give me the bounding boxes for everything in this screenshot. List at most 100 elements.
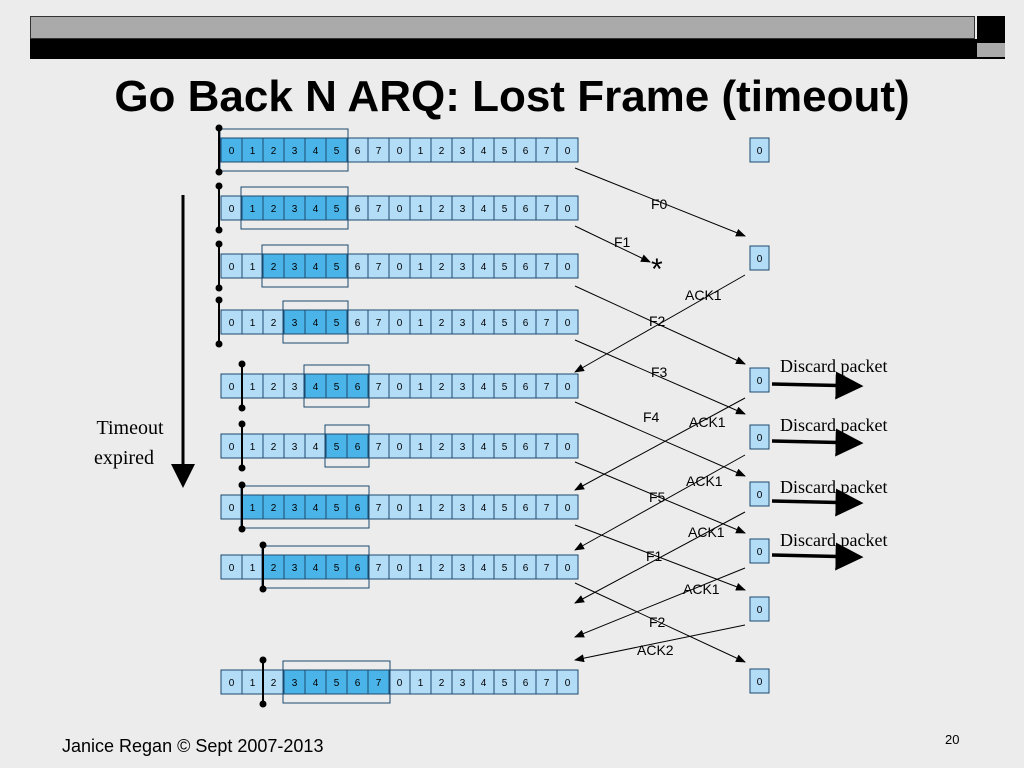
sequence-number: 0	[229, 503, 235, 514]
sequence-number: 1	[250, 678, 256, 689]
sequence-number: 1	[418, 318, 424, 329]
window-pointer-dot	[259, 585, 267, 593]
sequence-number: 0	[397, 678, 403, 689]
sequence-number: 1	[418, 563, 424, 574]
discard-arrow	[771, 371, 864, 400]
sequence-number: 5	[334, 563, 340, 574]
sequence-number: 6	[523, 382, 529, 393]
sequence-number: 0	[565, 262, 571, 273]
sequence-number: 1	[418, 204, 424, 215]
sequence-number: 4	[481, 503, 487, 514]
sequence-cell	[556, 309, 579, 335]
sequence-number: 6	[355, 382, 361, 393]
discard-label: Discard packet	[780, 530, 887, 550]
sequence-number: 2	[271, 563, 277, 574]
sequence-number: 5	[502, 442, 508, 453]
ack-arrow	[574, 397, 746, 491]
sequence-number: 6	[355, 503, 361, 514]
sequence-number: 6	[523, 563, 529, 574]
sequence-number: 3	[460, 262, 466, 273]
receiver-counter	[749, 668, 770, 694]
sequence-number: 0	[397, 503, 403, 514]
discard-label: Discard packet	[780, 356, 887, 376]
ack-label: ACK2	[637, 642, 674, 658]
sequence-number: 1	[418, 382, 424, 393]
frame-arrow	[574, 401, 746, 477]
sequence-number: 7	[544, 503, 550, 514]
sequence-number: 6	[523, 442, 529, 453]
receiver-value: 0	[757, 490, 763, 501]
sequence-number: 7	[544, 678, 550, 689]
ack-arrow	[574, 454, 746, 551]
sequence-number: 5	[502, 262, 508, 273]
receiver-counter	[749, 596, 770, 622]
sequence-number: 3	[292, 204, 298, 215]
receiver-value: 0	[757, 547, 763, 558]
sequence-number: 4	[313, 146, 319, 157]
discard-arrow	[771, 488, 864, 517]
sequence-number: 4	[313, 318, 319, 329]
sequence-number: 6	[523, 146, 529, 157]
sequence-number: 7	[376, 678, 382, 689]
sequence-number: 1	[250, 204, 256, 215]
sequence-number: 6	[355, 563, 361, 574]
sequence-number: 1	[250, 503, 256, 514]
ack-arrow	[574, 274, 746, 373]
sequence-number: 6	[355, 318, 361, 329]
discard-label: Discard packet	[780, 477, 887, 497]
sequence-number: 3	[292, 442, 298, 453]
timeout-label: Timeout	[96, 417, 164, 439]
sequence-number: 7	[376, 503, 382, 514]
sequence-number: 7	[376, 318, 382, 329]
sequence-number: 6	[355, 146, 361, 157]
sequence-number: 3	[460, 204, 466, 215]
sequence-number: 5	[502, 503, 508, 514]
sequence-number: 7	[376, 563, 382, 574]
sequence-number: 5	[502, 563, 508, 574]
frame-label: F4	[643, 409, 660, 425]
sequence-number: 2	[439, 262, 445, 273]
sequence-number: 4	[481, 262, 487, 273]
sequence-number: 0	[565, 503, 571, 514]
sequence-number: 1	[418, 678, 424, 689]
frame-label: F0	[651, 196, 668, 212]
sequence-number: 4	[313, 503, 319, 514]
sequence-number: 6	[523, 262, 529, 273]
window-pointer-dot	[215, 182, 223, 190]
receiver-value: 0	[757, 433, 763, 444]
sequence-number: 5	[334, 318, 340, 329]
sequence-number: 2	[271, 318, 277, 329]
sequence-number: 0	[565, 318, 571, 329]
sequence-number: 0	[397, 563, 403, 574]
sequence-number: 0	[229, 382, 235, 393]
sequence-cell	[556, 554, 579, 580]
sequence-number: 1	[418, 442, 424, 453]
sequence-number: 7	[544, 442, 550, 453]
sequence-number: 4	[313, 563, 319, 574]
ack-arrow	[574, 511, 746, 604]
sequence-number: 4	[313, 262, 319, 273]
sequence-number: 1	[250, 146, 256, 157]
sequence-number: 4	[481, 146, 487, 157]
frame-label: F2	[649, 614, 666, 630]
sequence-number: 2	[439, 678, 445, 689]
sequence-number: 3	[460, 503, 466, 514]
sequence-number: 0	[565, 678, 571, 689]
sequence-number: 5	[502, 678, 508, 689]
sequence-number: 2	[439, 146, 445, 157]
timeout-label: expired	[94, 447, 154, 469]
sequence-number: 1	[418, 146, 424, 157]
sliding-window-box	[240, 186, 349, 230]
sequence-number: 7	[544, 382, 550, 393]
sequence-number: 0	[229, 146, 235, 157]
ack-label: ACK1	[688, 524, 725, 540]
sequence-number: 7	[376, 146, 382, 157]
sequence-number: 5	[502, 318, 508, 329]
receiver-value: 0	[757, 146, 763, 157]
